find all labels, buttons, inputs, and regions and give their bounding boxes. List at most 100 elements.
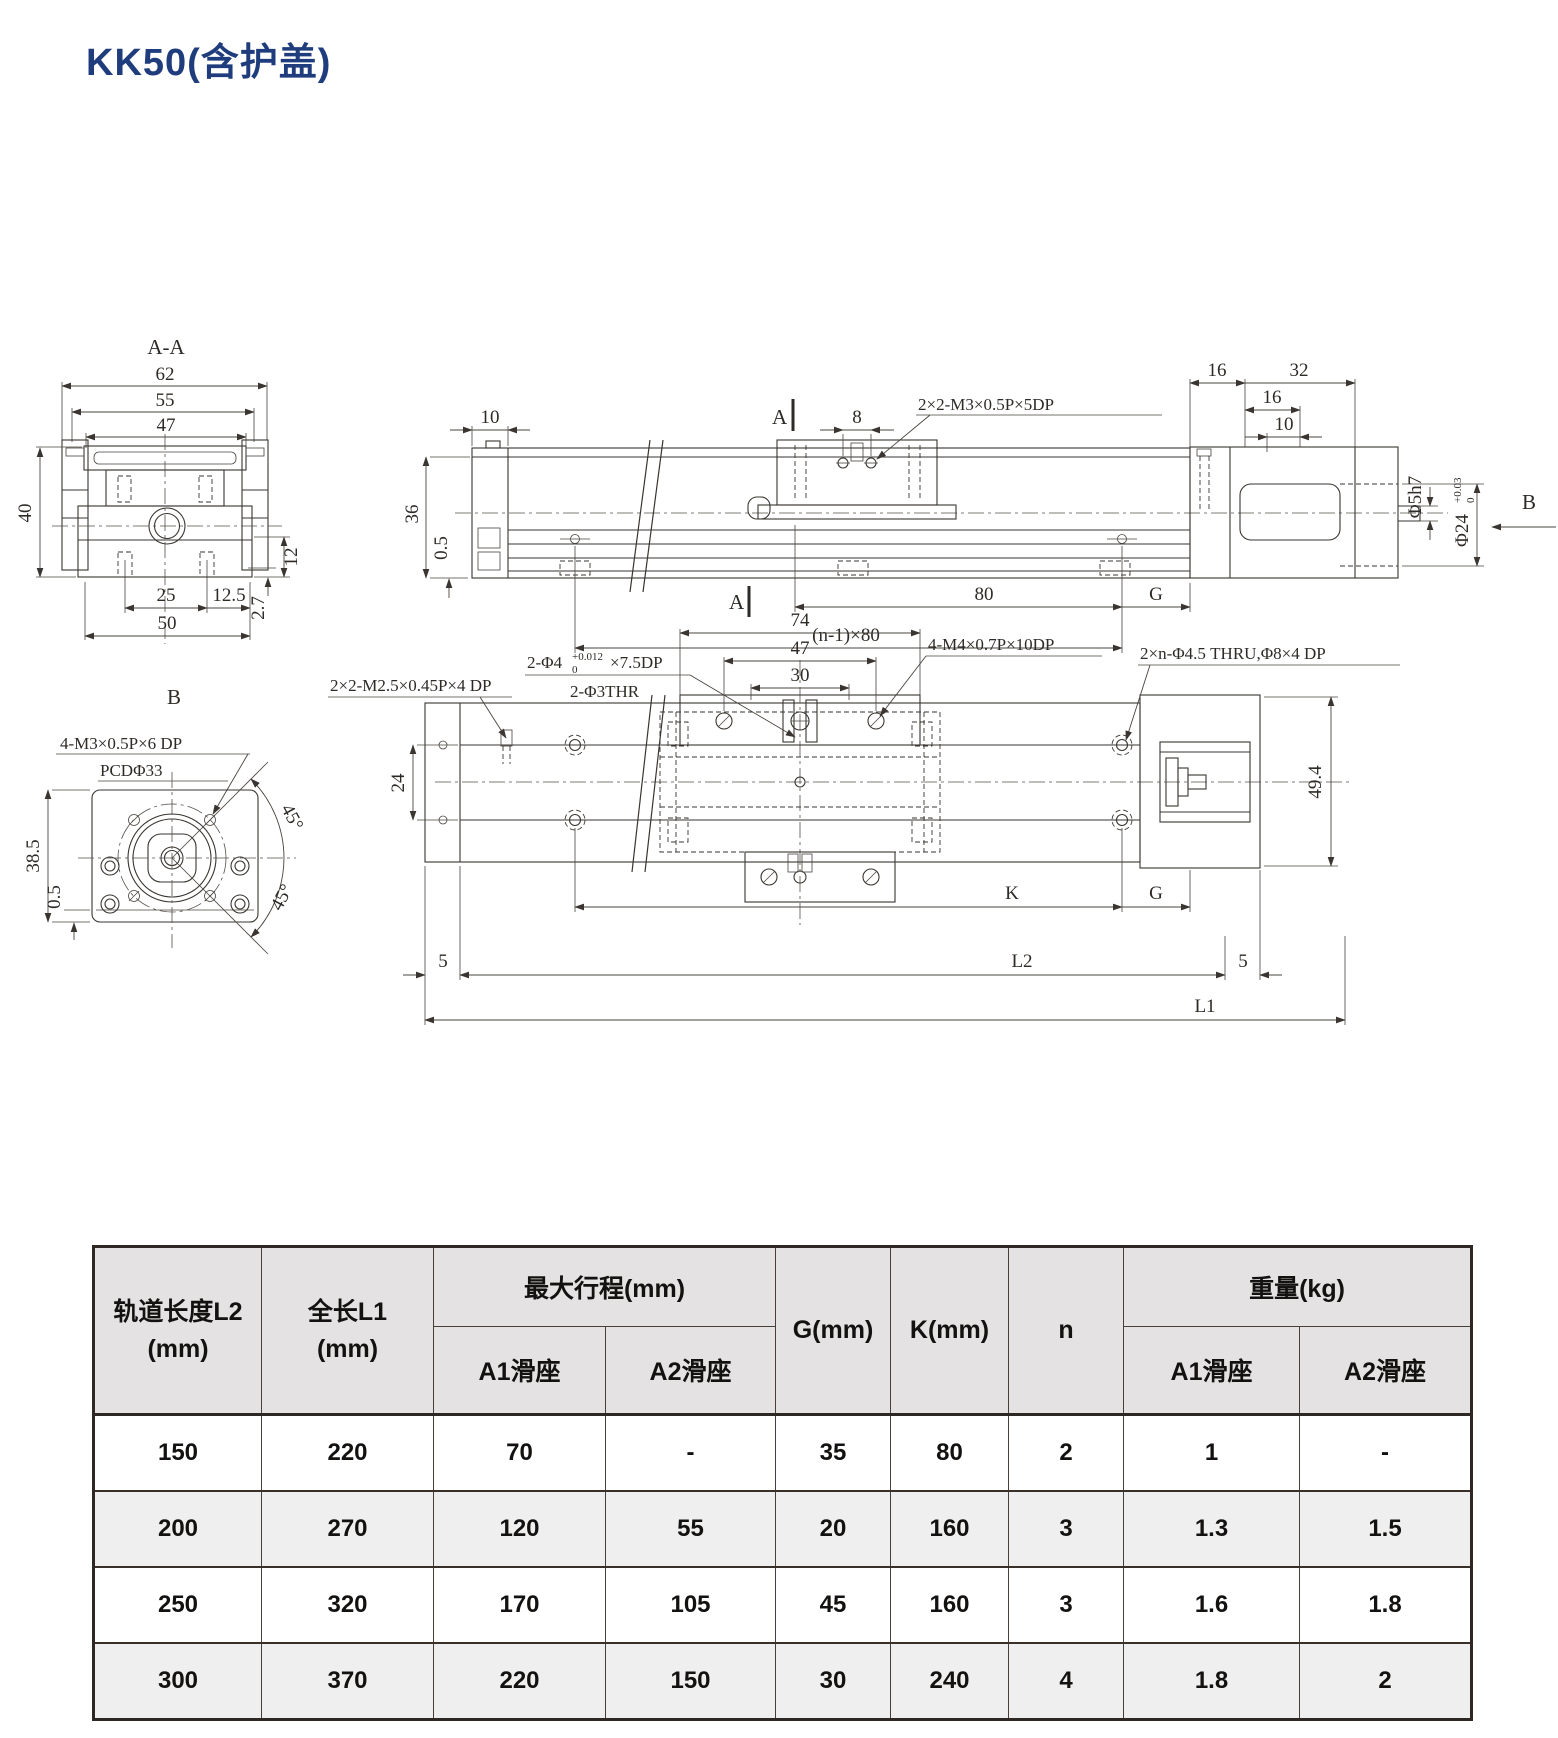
dim-label: 10 (481, 407, 500, 428)
carriage-taps-note: 4-M4×0.7P×10DP (928, 635, 1054, 654)
thread-note: 4-M3×0.5P×6 DP (60, 734, 182, 753)
dim-label: 16 (1263, 387, 1282, 408)
dim-label: L2 (1011, 951, 1032, 972)
table-cell: 220 (261, 1414, 434, 1491)
table-cell: 1.6 (1123, 1567, 1301, 1643)
view-b-flange: B 4-M3×0.5P×6 DP PCDΦ33 45° 45° 38. (23, 685, 307, 955)
base-mount-holes (564, 734, 1133, 831)
dim-label: 74 (791, 610, 811, 631)
table-cell: 3 (1008, 1567, 1125, 1643)
dim-label: 49.4 (1305, 765, 1326, 799)
table-cell: 160 (890, 1567, 1010, 1643)
dowel-hole-note: 2-Φ4 +0.012 0 ×7.5DP 2-Φ3THR (525, 651, 796, 738)
col-header-a2-stroke: A2滑座 (604, 1326, 777, 1415)
angle-label: 45° (276, 801, 307, 834)
table-cell: 3 (1008, 1491, 1125, 1567)
dim-label: 80 (975, 584, 994, 605)
dim-label: 47 (157, 415, 176, 436)
dim-label: 5 (438, 951, 448, 972)
col-header-a1-stroke: A1滑座 (433, 1326, 606, 1415)
tolerance-upper: +0.03 (1452, 477, 1464, 503)
spec-table: 轨道长度L2 (mm) 全长L1 (mm) 最大行程(mm) G(mm) K(m… (92, 1245, 1474, 1721)
table-cell: 35 (775, 1414, 892, 1491)
table-cell: 150 (93, 1414, 262, 1491)
table-cell: 80 (890, 1414, 1010, 1491)
col-header-n: n (1008, 1246, 1125, 1415)
table-cell: 2 (1008, 1414, 1125, 1491)
dim-label: (n-1)×80 (812, 625, 880, 646)
table-cell: 30 (775, 1643, 892, 1720)
tolerance-lower: 0 (1465, 497, 1477, 503)
dim-label: 12 (281, 548, 302, 567)
side-taps-note: 2×2-M2.5×0.45P×4 DP (330, 676, 491, 695)
table-cell: 45 (775, 1567, 892, 1643)
table-row: 250 320 170 105 45 160 3 1.6 1.8 (93, 1567, 1473, 1643)
dim-label: 12.5 (212, 585, 245, 606)
dim-label: 47 (791, 638, 810, 659)
dim-label: 8 (852, 407, 862, 428)
table-cell: 320 (261, 1567, 434, 1643)
base-holes-note: 2×n-Φ4.5 THRU,Φ8×4 DP (1140, 644, 1326, 663)
dim-label: 40 (15, 504, 36, 523)
thread-note: 2×2-M3×0.5P×5DP (918, 395, 1054, 414)
dim-label: 10 (1275, 414, 1294, 435)
svg-text:+0.012: +0.012 (572, 651, 603, 663)
table-cell: 1 (1123, 1414, 1301, 1491)
table-cell: 300 (93, 1643, 262, 1720)
col-header-a1-weight: A1滑座 (1123, 1326, 1301, 1415)
section-marker-b: B (1522, 490, 1536, 514)
pcd-note: PCDΦ33 (100, 761, 163, 780)
dim-label: 5 (1238, 951, 1248, 972)
col-header-a2-weight: A2滑座 (1299, 1326, 1473, 1415)
dim-label: 30 (791, 665, 810, 686)
dim-label: 25 (157, 585, 176, 606)
section-label: A-A (147, 335, 185, 359)
col-header-rail-length: 轨道长度L2 (mm) (93, 1246, 262, 1415)
dim-label: L1 (1194, 996, 1215, 1017)
table-cell: 220 (433, 1643, 606, 1720)
table-cell: 150 (604, 1643, 777, 1720)
section-aa-view: A-A 62 55 47 (15, 335, 302, 644)
dim-label: 55 (156, 390, 175, 411)
table-cell: 55 (604, 1491, 777, 1567)
col-group-max-stroke: 最大行程(mm) (432, 1246, 777, 1327)
dim-label: K (1005, 883, 1019, 904)
shaft-dia-label: Φ5h7 (1405, 476, 1426, 518)
dim-label: 32 (1290, 360, 1309, 381)
pilot-dia-label: Φ24 (1452, 514, 1473, 547)
dim-label: 16 (1208, 360, 1227, 381)
dim-label: G (1149, 883, 1163, 904)
table-cell: 1.3 (1123, 1491, 1301, 1567)
dim-label: G (1149, 584, 1163, 605)
table-cell: 370 (261, 1643, 434, 1720)
col-header-k: K(mm) (890, 1246, 1010, 1415)
dim-label: 36 (402, 505, 423, 524)
table-row: 200 270 120 55 20 160 3 1.3 1.5 (93, 1491, 1473, 1567)
table-cell: 4 (1008, 1643, 1125, 1720)
dim-label: 0.5 (431, 536, 452, 560)
dim-label: 2.7 (248, 596, 269, 620)
table-cell: - (604, 1414, 777, 1491)
svg-text:2-Φ4: 2-Φ4 (527, 653, 563, 672)
col-header-total-length: 全长L1 (mm) (261, 1246, 434, 1415)
table-cell: 1.8 (1299, 1567, 1473, 1643)
page-title: KK50(含护盖) (86, 42, 332, 85)
table-row: 150 220 70 - 35 80 2 1 - (93, 1414, 1473, 1491)
table-cell: 250 (93, 1567, 262, 1643)
plan-view: 74 47 30 2-Φ4 +0.012 0 ×7.5DP 2-Φ3THR 2×… (328, 610, 1400, 1025)
table-cell: 105 (604, 1567, 777, 1643)
table-cell: 200 (93, 1491, 262, 1567)
table-cell: 2 (1299, 1643, 1473, 1720)
dim-label: 24 (388, 773, 409, 793)
section-marker-a: A (772, 405, 788, 429)
view-label: B (167, 685, 181, 709)
table-cell: - (1299, 1414, 1473, 1491)
dim-label: 0.5 (44, 885, 65, 909)
svg-text:2-Φ3THR: 2-Φ3THR (570, 682, 640, 701)
table-cell: 240 (890, 1643, 1010, 1720)
table-cell: 20 (775, 1491, 892, 1567)
section-marker-a: A (729, 590, 745, 614)
table-cell: 170 (433, 1567, 606, 1643)
table-cell: 270 (261, 1491, 434, 1567)
dim-label: 50 (158, 613, 177, 634)
